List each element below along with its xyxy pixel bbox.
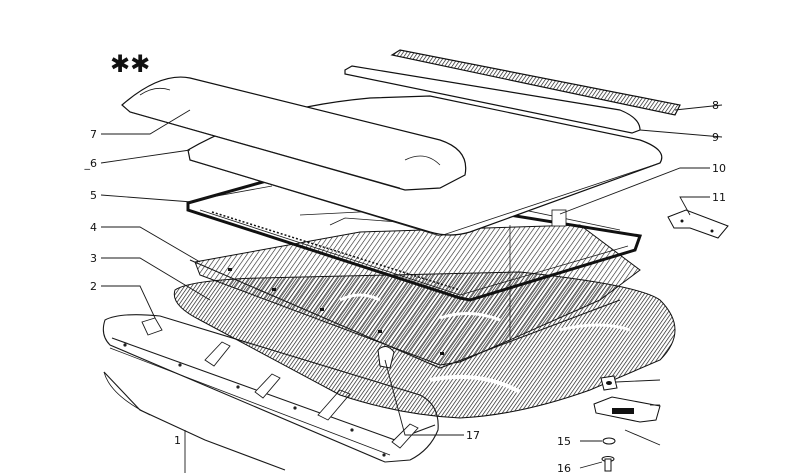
part-15-washer bbox=[602, 437, 616, 445]
star-mark: ✱✱ bbox=[110, 50, 150, 78]
part-7-air-deflector bbox=[121, 76, 467, 191]
callout-4: 4 bbox=[90, 221, 97, 234]
callout-6: _6 bbox=[84, 157, 98, 170]
leader-lines bbox=[100, 104, 723, 473]
callout-1: 1 bbox=[174, 434, 181, 447]
part-1-lower-frame bbox=[103, 371, 286, 471]
callout-16: 16 bbox=[557, 462, 571, 473]
callout-10: 10 bbox=[712, 162, 726, 175]
callout-11: 11 bbox=[712, 191, 726, 204]
part-17-clip bbox=[377, 346, 395, 369]
part-16-screw bbox=[601, 456, 615, 472]
callout-9: 9 bbox=[712, 131, 719, 144]
callout-15: 15 bbox=[557, 435, 571, 448]
part-11-bracket bbox=[667, 209, 729, 239]
callout-3: 3 bbox=[90, 252, 97, 265]
callout-7: 7 bbox=[90, 128, 97, 141]
callout-17: 17 bbox=[466, 429, 480, 442]
part-8-seal-strip bbox=[390, 49, 681, 116]
callout-8: 8 bbox=[712, 99, 719, 112]
hardware-plate bbox=[593, 396, 661, 423]
part-9-guide-rail bbox=[344, 65, 641, 134]
hardware-nut bbox=[600, 375, 618, 391]
callout-5: 5 bbox=[90, 189, 97, 202]
callout-2: 2 bbox=[90, 280, 97, 293]
